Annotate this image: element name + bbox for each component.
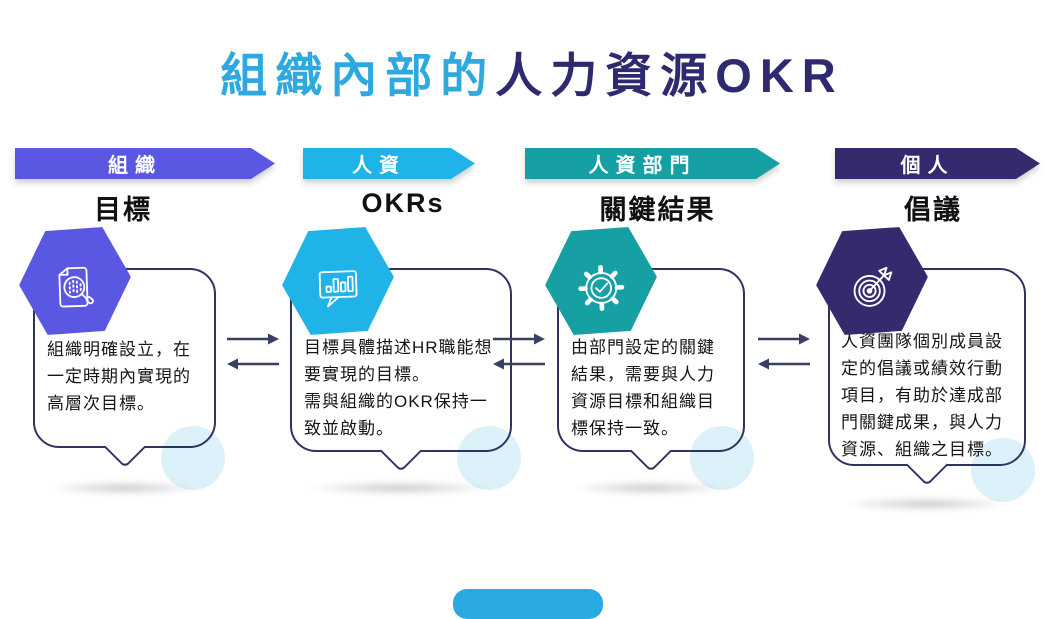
bubble-shadow: [843, 496, 1011, 512]
bubble-shadow: [305, 480, 495, 496]
bubble-shadow: [48, 480, 201, 496]
bubble-text-okrs: 目標具體描述HR職能想要實現的目標。 需與組織的OKR保持一致並啟動。: [304, 334, 498, 442]
gear-check-icon: [570, 257, 632, 319]
infographic-stage: 組織內部的人力資源OKR 組織 目標 組織明確設立，在一定時期內實現的高層次目標…: [0, 0, 1064, 598]
arrow-right-icon: [226, 333, 280, 345]
stage-label-goal: 目標: [15, 188, 231, 227]
page-title: 組織內部的人力資源OKR: [0, 37, 1064, 106]
stage-banner-individual: 個人: [835, 148, 1040, 179]
connector-arrows-2-3: [492, 333, 546, 370]
bubble-text-key-results: 由部門設定的關鍵結果，需要與人力資源目標和組織目標保持一致。: [571, 334, 731, 442]
stage-banner-wrap: 人資: [303, 148, 475, 179]
page-title-part2: 人力資源OKR: [495, 49, 843, 102]
chat-chart-icon: [308, 258, 368, 318]
stage-banner-wrap: 組織: [15, 148, 275, 179]
arrow-left-icon: [492, 358, 546, 370]
connector-arrows-3-4: [757, 333, 811, 370]
document-search-icon: [45, 258, 105, 318]
bubble-text-initiatives: 人資團隊個別成員設定的倡議或績效行動項目，有助於達成部門關鍵成果，與人力資源、組…: [841, 328, 1013, 463]
stage-banner-hr: 人資: [303, 148, 475, 179]
bottom-cut-off-button[interactable]: [453, 589, 603, 619]
bubble-text-goal: 組織明確設立，在一定時期內實現的高層次目標。: [47, 336, 202, 417]
stage-label-okrs: OKRs: [288, 188, 518, 219]
stage-column-organization: 組織 目標 組織明確設立，在一定時期內實現的高層次目標。: [15, 148, 231, 548]
arrow-left-icon: [226, 358, 280, 370]
stage-column-hr: 人資 OKRs 目標具體描述HR職能想要實現的目標。 需與組織的OKR保持一致並…: [288, 148, 518, 548]
connector-arrows-1-2: [226, 333, 280, 370]
stage-label-key-results: 關鍵結果: [545, 188, 770, 227]
bubble-tail: [103, 426, 145, 468]
arrow-right-icon: [492, 333, 546, 345]
stage-label-initiatives: 倡議: [818, 188, 1048, 227]
stage-column-hr-department: 人資部門 關鍵結果 由部門設定的關鍵結果，需要與人力資源目標和組織目標保持一致。: [545, 148, 770, 548]
stage-banner-wrap: 人資部門: [525, 148, 780, 179]
arrow-left-icon: [757, 358, 811, 370]
stage-banner-organization: 組織: [15, 148, 275, 179]
stage-banner-hr-department: 人資部門: [525, 148, 780, 179]
bubble-shadow: [572, 480, 730, 496]
stage-banner-wrap: 個人: [835, 148, 1040, 179]
target-arrow-icon: [841, 257, 903, 319]
arrow-right-icon: [757, 333, 811, 345]
page-title-part1: 組織內部的: [220, 49, 495, 102]
stage-column-individual: 個人 倡議 人資團隊個別成員設定的倡議或績效行動項目，有助於達成部門關鍵成果，與…: [818, 148, 1048, 548]
